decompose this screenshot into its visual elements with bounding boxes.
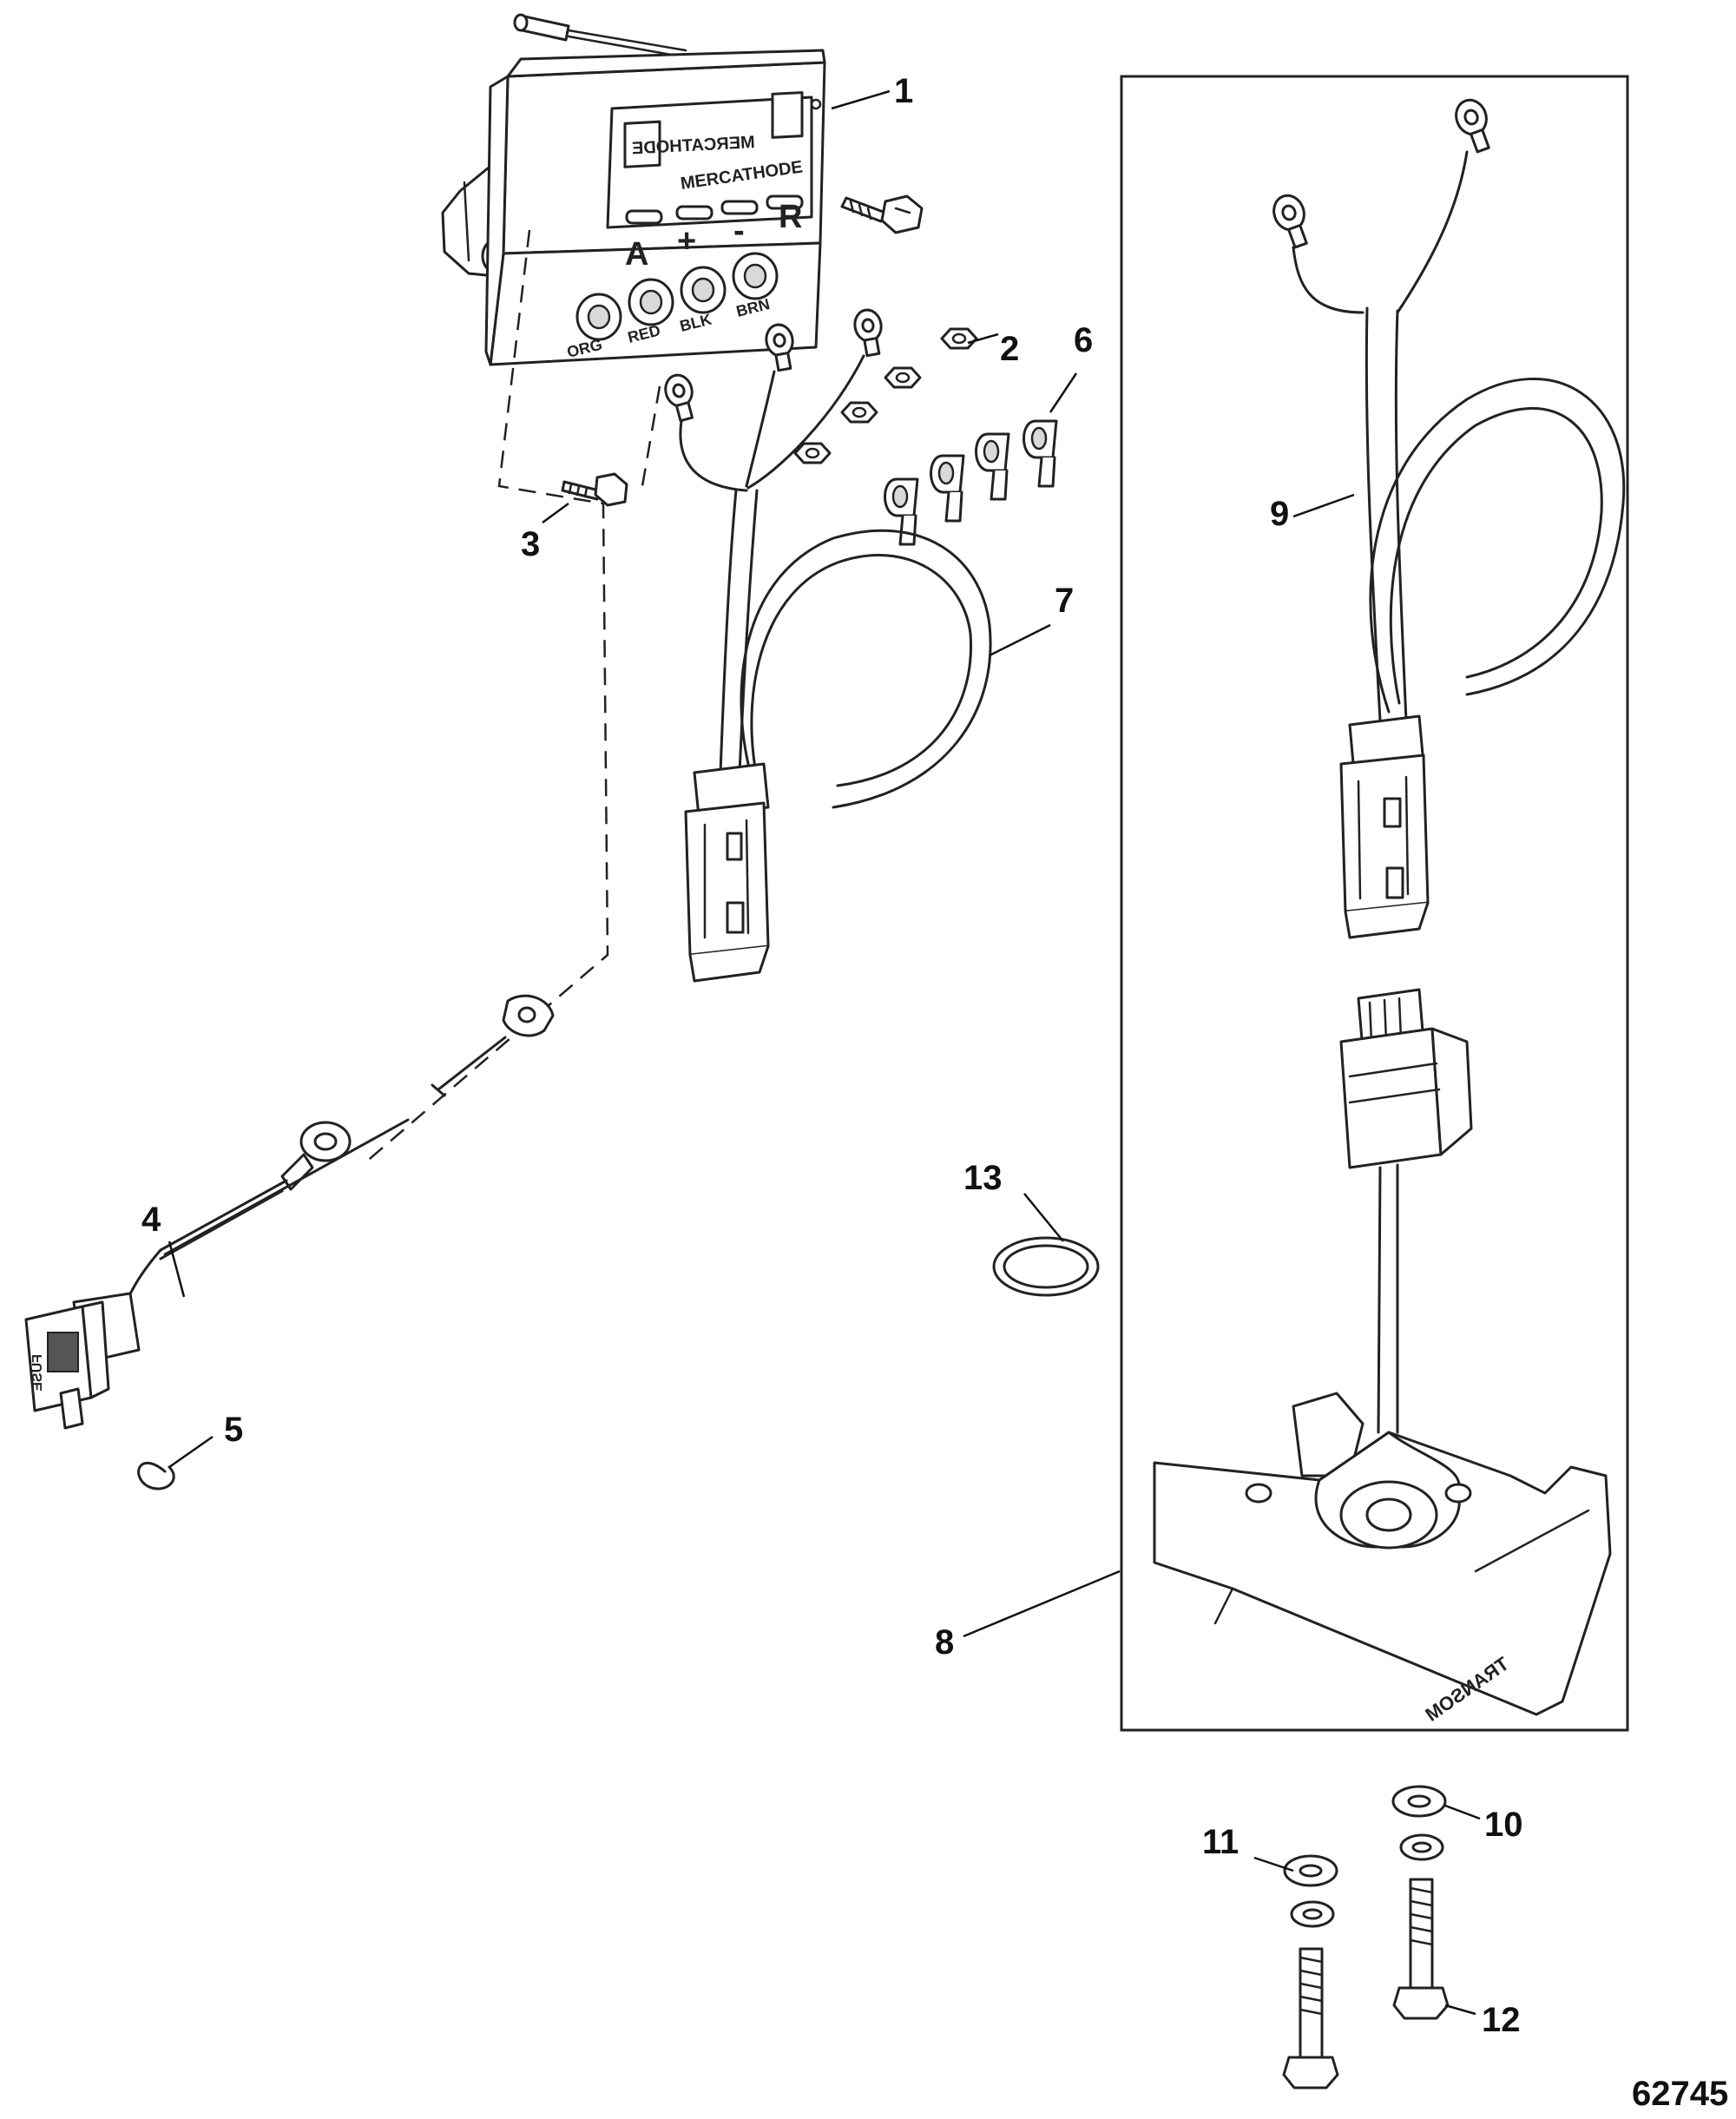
hex-nuts <box>793 327 978 464</box>
mercathode-controller-module: MERCATHODE MERCATHODE A + - R ORG RED BL… <box>441 13 826 366</box>
terminal-r-label: R <box>779 199 802 235</box>
terminal-minus-label: - <box>733 213 745 249</box>
callout-1: 1 <box>894 72 913 110</box>
terminal-plus-label: + <box>677 223 696 260</box>
leader-lines <box>168 89 1481 2016</box>
callout-13: 13 <box>963 1159 1003 1197</box>
callout-6: 6 <box>1074 321 1093 359</box>
fuse-clip-5 <box>137 1461 175 1491</box>
fuse-label: FUSE <box>30 1354 45 1392</box>
bolt-12 <box>1392 1878 1450 2020</box>
callout-4: 4 <box>141 1201 161 1239</box>
callout-12: 12 <box>1482 2001 1521 2039</box>
callout-9: 9 <box>1270 495 1289 533</box>
figure-number: 62745 <box>1632 2075 1728 2113</box>
module-top-pin <box>513 13 687 59</box>
transducer-8: TRANSOM <box>1153 988 1612 1726</box>
terminal-boots <box>884 419 1058 546</box>
fuse-harness-4: FUSE <box>24 994 555 1430</box>
callout-10: 10 <box>1484 1806 1523 1844</box>
callout-7: 7 <box>1055 582 1074 620</box>
washers-10 <box>1391 1785 1447 1861</box>
assembly-dashed-line-right <box>641 385 661 487</box>
bolt-11 <box>1282 1947 1339 2089</box>
washers-11 <box>1283 1854 1338 1928</box>
terminal-a-label: A <box>625 236 648 273</box>
callout-11: 11 <box>1202 1823 1239 1861</box>
transducer-assembly-box <box>1120 75 1629 1732</box>
assembly-dashed-line-left <box>364 229 609 1164</box>
wiring-harness-7 <box>664 308 992 983</box>
callout-5: 5 <box>224 1411 243 1449</box>
o-ring-13 <box>992 1236 1100 1297</box>
callout-3: 3 <box>521 525 540 563</box>
callout-8: 8 <box>935 1623 954 1662</box>
wiring-harness-9 <box>1272 98 1626 939</box>
mounting-screw <box>561 472 628 507</box>
callout-2: 2 <box>1000 330 1019 368</box>
module-terminal-posts <box>575 252 779 341</box>
module-screw-upper <box>840 194 924 234</box>
